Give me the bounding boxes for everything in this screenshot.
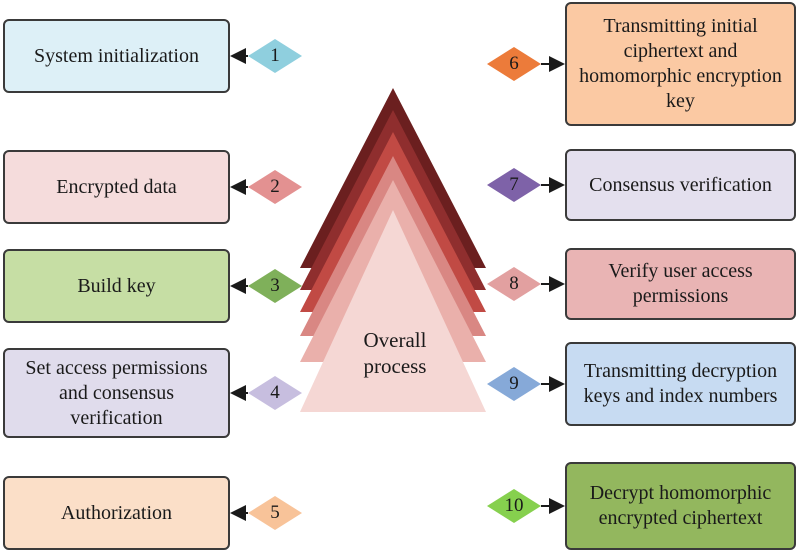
triangle-layer-6 bbox=[300, 210, 486, 412]
step-2-number: 2 bbox=[270, 176, 280, 197]
step-5-number-diamond: 5 bbox=[248, 496, 302, 530]
step-4-label: Set access permissions and consensus ver… bbox=[25, 356, 208, 429]
center-label: Overall process bbox=[363, 328, 427, 378]
step-2-box: Encrypted data bbox=[3, 150, 230, 224]
step-10-number: 10 bbox=[504, 495, 524, 516]
step-4-number-diamond: 4 bbox=[248, 376, 302, 410]
step-10-label: Decrypt homomorphic encrypted ciphertext bbox=[589, 482, 772, 529]
step-9-number-diamond: 9 bbox=[487, 367, 541, 401]
step-1-number: 1 bbox=[270, 45, 280, 66]
step-7-label: Consensus verification bbox=[589, 173, 772, 196]
step-7-number-diamond: 7 bbox=[487, 168, 541, 202]
step-8-number-diamond: 8 bbox=[487, 267, 541, 301]
step-3-label: Build key bbox=[77, 274, 156, 297]
step-5-number: 5 bbox=[270, 502, 280, 523]
step-1-number-diamond: 1 bbox=[248, 39, 302, 73]
step-3-box: Build key bbox=[3, 249, 230, 323]
step-7-number: 7 bbox=[509, 174, 519, 195]
step-6-number: 6 bbox=[509, 53, 519, 74]
step-1-box: System initialization bbox=[3, 19, 230, 93]
step-8-number: 8 bbox=[509, 273, 519, 294]
step-10-number-diamond: 10 bbox=[487, 489, 541, 523]
step-7-box: Consensus verification bbox=[565, 149, 796, 221]
step-2-number-diamond: 2 bbox=[248, 170, 302, 204]
step-8-label: Verify user access permissions bbox=[608, 260, 753, 307]
step-9-label: Transmitting decryption keys and index n… bbox=[583, 360, 778, 407]
step-9-number: 9 bbox=[509, 373, 519, 394]
step-3-number: 3 bbox=[270, 275, 280, 296]
step-2-label: Encrypted data bbox=[56, 175, 177, 198]
step-5-label: Authorization bbox=[60, 501, 173, 524]
step-5-box: Authorization bbox=[3, 476, 230, 550]
step-8-box: Verify user access permissions bbox=[565, 248, 796, 320]
step-10-box: Decrypt homomorphic encrypted ciphertext bbox=[565, 462, 796, 550]
step-3-number-diamond: 3 bbox=[248, 269, 302, 303]
step-6-box: Transmitting initial ciphertext and homo… bbox=[565, 2, 796, 126]
step-4-box: Set access permissions and consensus ver… bbox=[3, 348, 230, 438]
step-6-label: Transmitting initial ciphertext and homo… bbox=[579, 15, 782, 112]
step-4-number: 4 bbox=[270, 382, 280, 403]
step-9-box: Transmitting decryption keys and index n… bbox=[565, 342, 796, 426]
step-6-number-diamond: 6 bbox=[487, 47, 541, 81]
step-1-label: System initialization bbox=[34, 44, 199, 67]
